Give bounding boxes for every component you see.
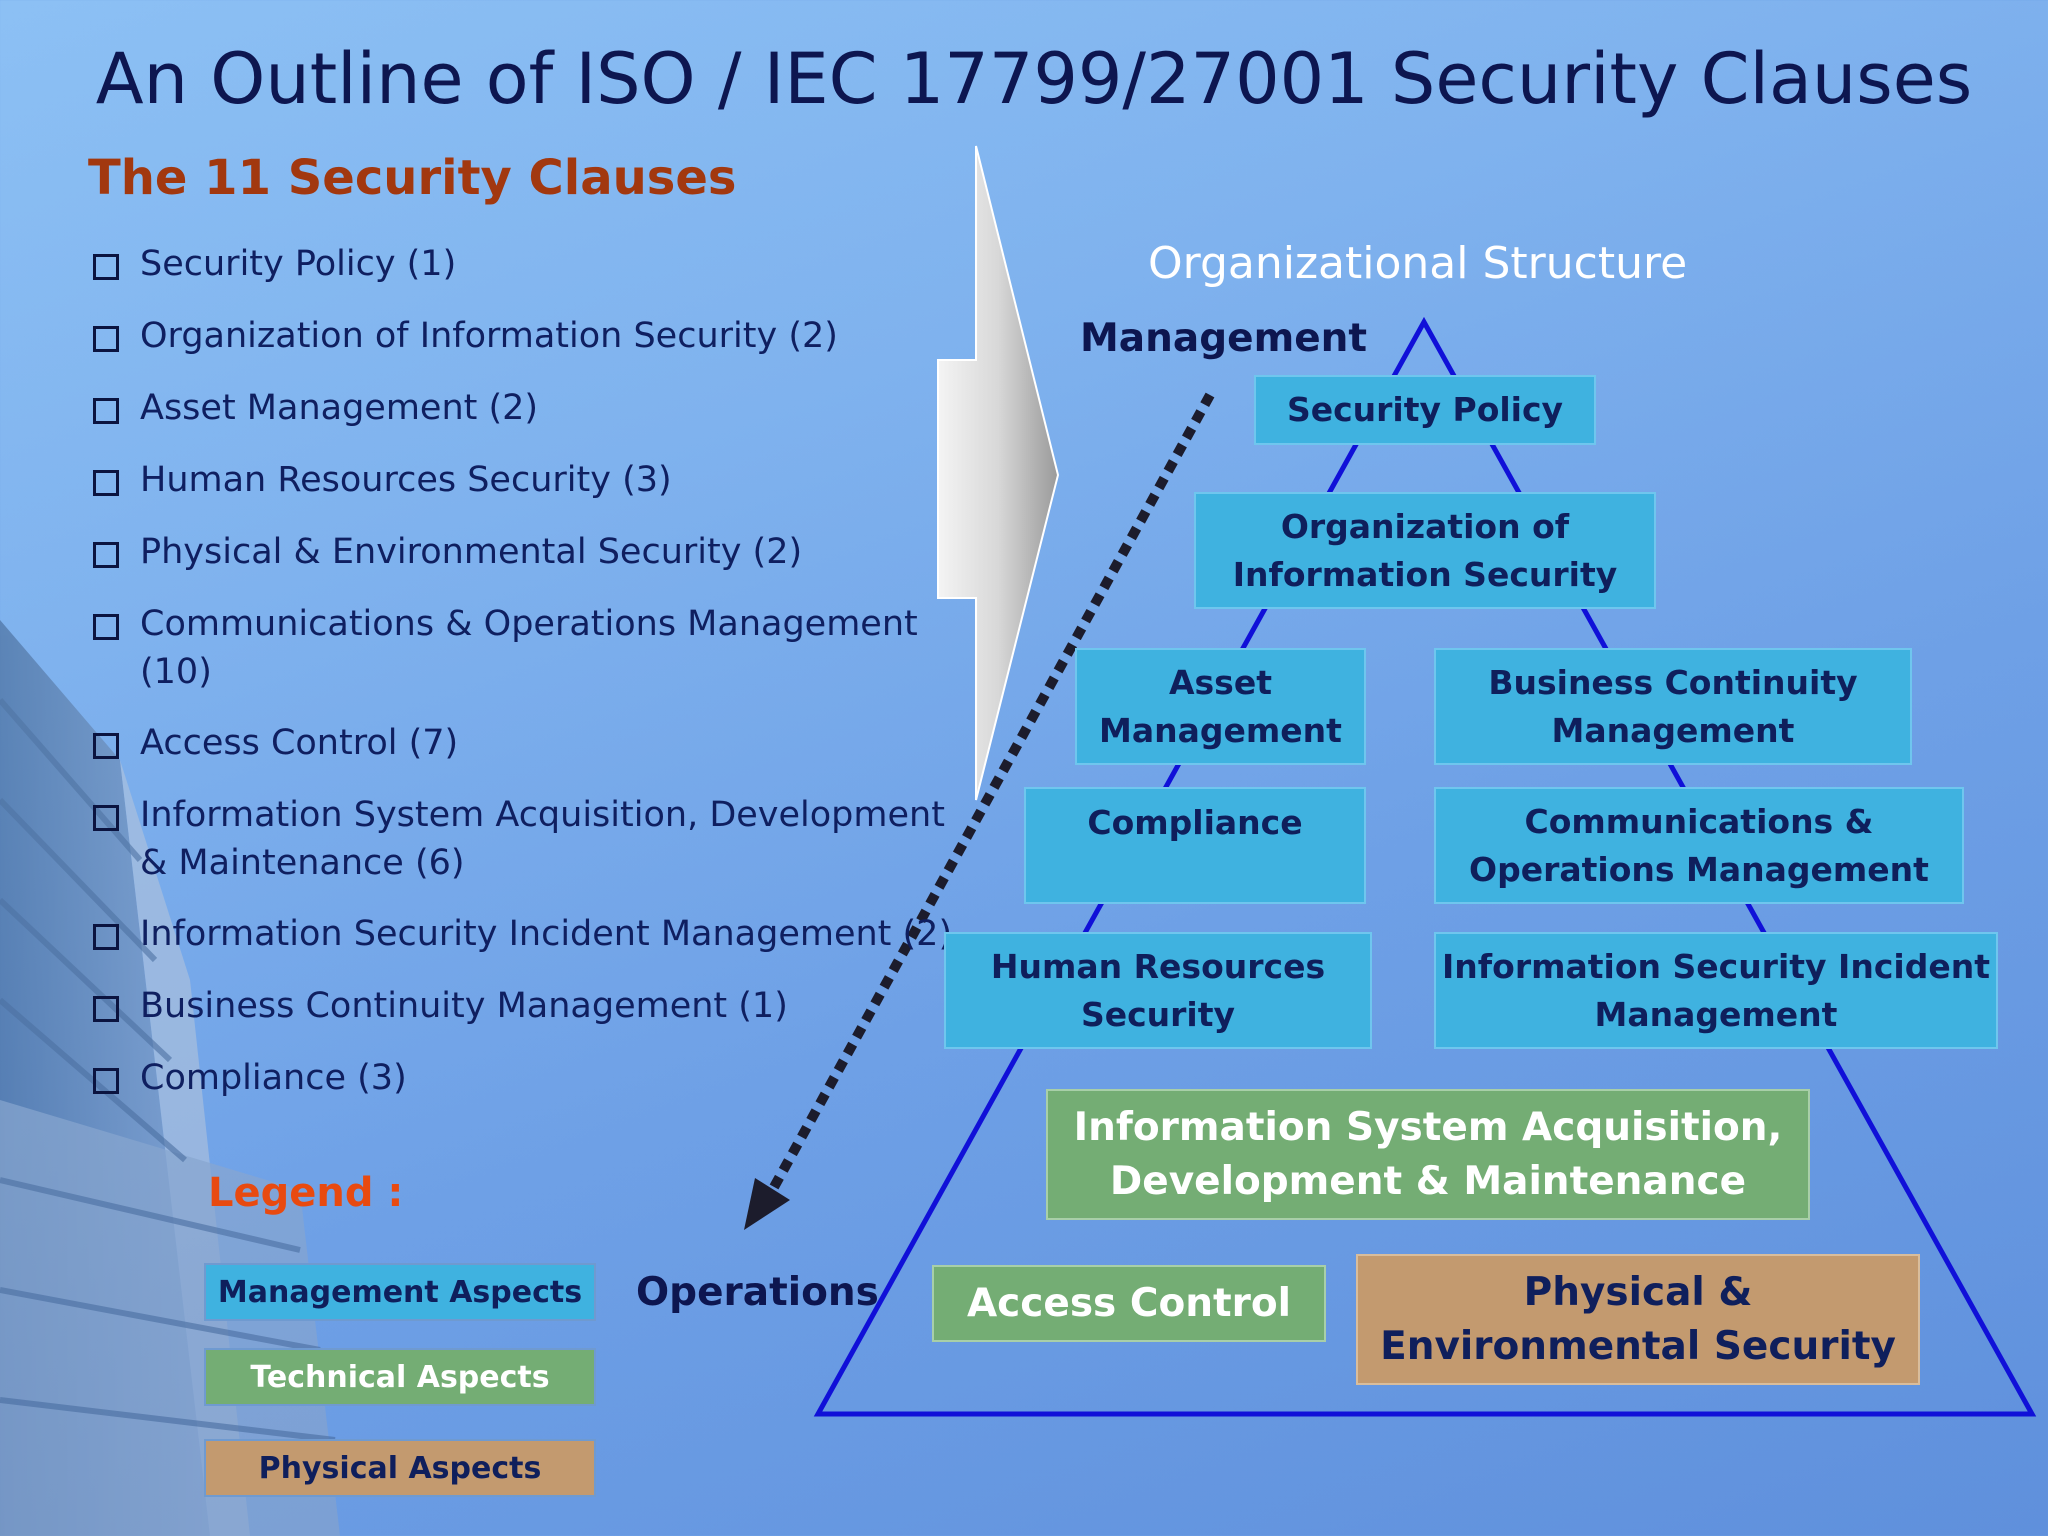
- checkbox-icon: [93, 398, 119, 424]
- checkbox-icon: [93, 470, 119, 496]
- box-access-control: Access Control: [932, 1265, 1326, 1342]
- checkbox-icon: [93, 1068, 119, 1094]
- legend-management: Management Aspects: [204, 1263, 596, 1321]
- legend-title: Legend :: [208, 1170, 404, 1216]
- box-security-policy: Security Policy: [1254, 375, 1596, 445]
- checkbox-icon: [93, 326, 119, 352]
- management-to-operations-arrow: [763, 392, 1215, 1201]
- arrow-head: [744, 1178, 790, 1230]
- right-arrow-shape: [937, 145, 1060, 801]
- building-image: [0, 620, 340, 1536]
- checkbox-icon: [93, 614, 119, 640]
- management-label: Management: [1080, 316, 1368, 361]
- legend-technical: Technical Aspects: [204, 1348, 596, 1406]
- box-compliance: Compliance: [1024, 787, 1366, 904]
- structure-title: Organizational Structure: [1148, 238, 1688, 289]
- box-communications-operations: Communications &Operations Management: [1434, 787, 1964, 904]
- operations-label: Operations: [636, 1270, 879, 1315]
- legend-physical: Physical Aspects: [204, 1439, 596, 1497]
- checkbox-icon: [93, 924, 119, 950]
- checkbox-icon: [93, 254, 119, 280]
- slide-title: An Outline of ISO / IEC 17799/27001 Secu…: [95, 38, 1973, 120]
- checkbox-icon: [93, 805, 119, 831]
- checkbox-icon: [93, 542, 119, 568]
- box-physical-environmental: Physical &Environmental Security: [1356, 1254, 1920, 1385]
- checkbox-icon: [93, 996, 119, 1022]
- box-is-acquisition: Information System Acquisition,Developme…: [1046, 1089, 1810, 1220]
- clauses-heading: The 11 Security Clauses: [88, 150, 737, 206]
- checkbox-icon: [93, 733, 119, 759]
